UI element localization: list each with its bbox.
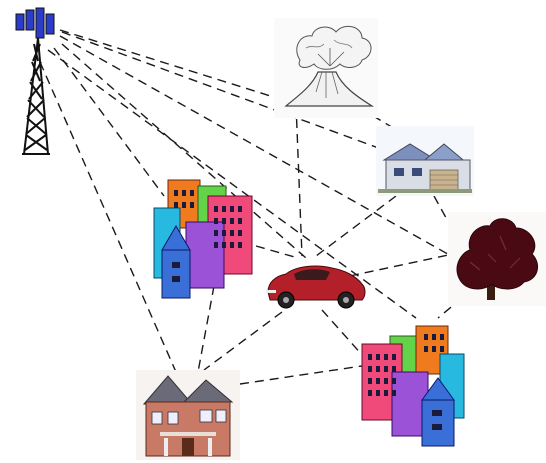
link-house-bottom-city-right — [239, 365, 363, 385]
link-car-house-bottom — [203, 311, 283, 371]
link-tower-house-bottom — [39, 61, 177, 373]
link-tower-car — [61, 43, 307, 259]
link-house-top-car — [315, 195, 397, 257]
link-car-tree — [349, 251, 463, 277]
link-tower-city-right — [47, 49, 417, 319]
link-tower-tree — [59, 35, 463, 263]
link-city-left-car — [255, 245, 299, 259]
link-city-left-house-bottom — [197, 285, 215, 373]
link-volcano-car — [295, 103, 303, 257]
brick-house-icon — [136, 370, 240, 460]
links-layer — [39, 29, 475, 385]
city-buildings-icon — [153, 179, 253, 299]
link-tower-volcano — [59, 29, 297, 105]
link-tower-city-left — [53, 47, 165, 197]
city-buildings-icon — [361, 325, 465, 447]
tree-icon — [448, 212, 546, 306]
car-icon — [266, 265, 366, 309]
house-icon — [376, 126, 474, 196]
link-tower-house-top — [61, 31, 385, 151]
cell-tower-icon — [15, 7, 55, 155]
volcano-icon — [274, 18, 378, 118]
